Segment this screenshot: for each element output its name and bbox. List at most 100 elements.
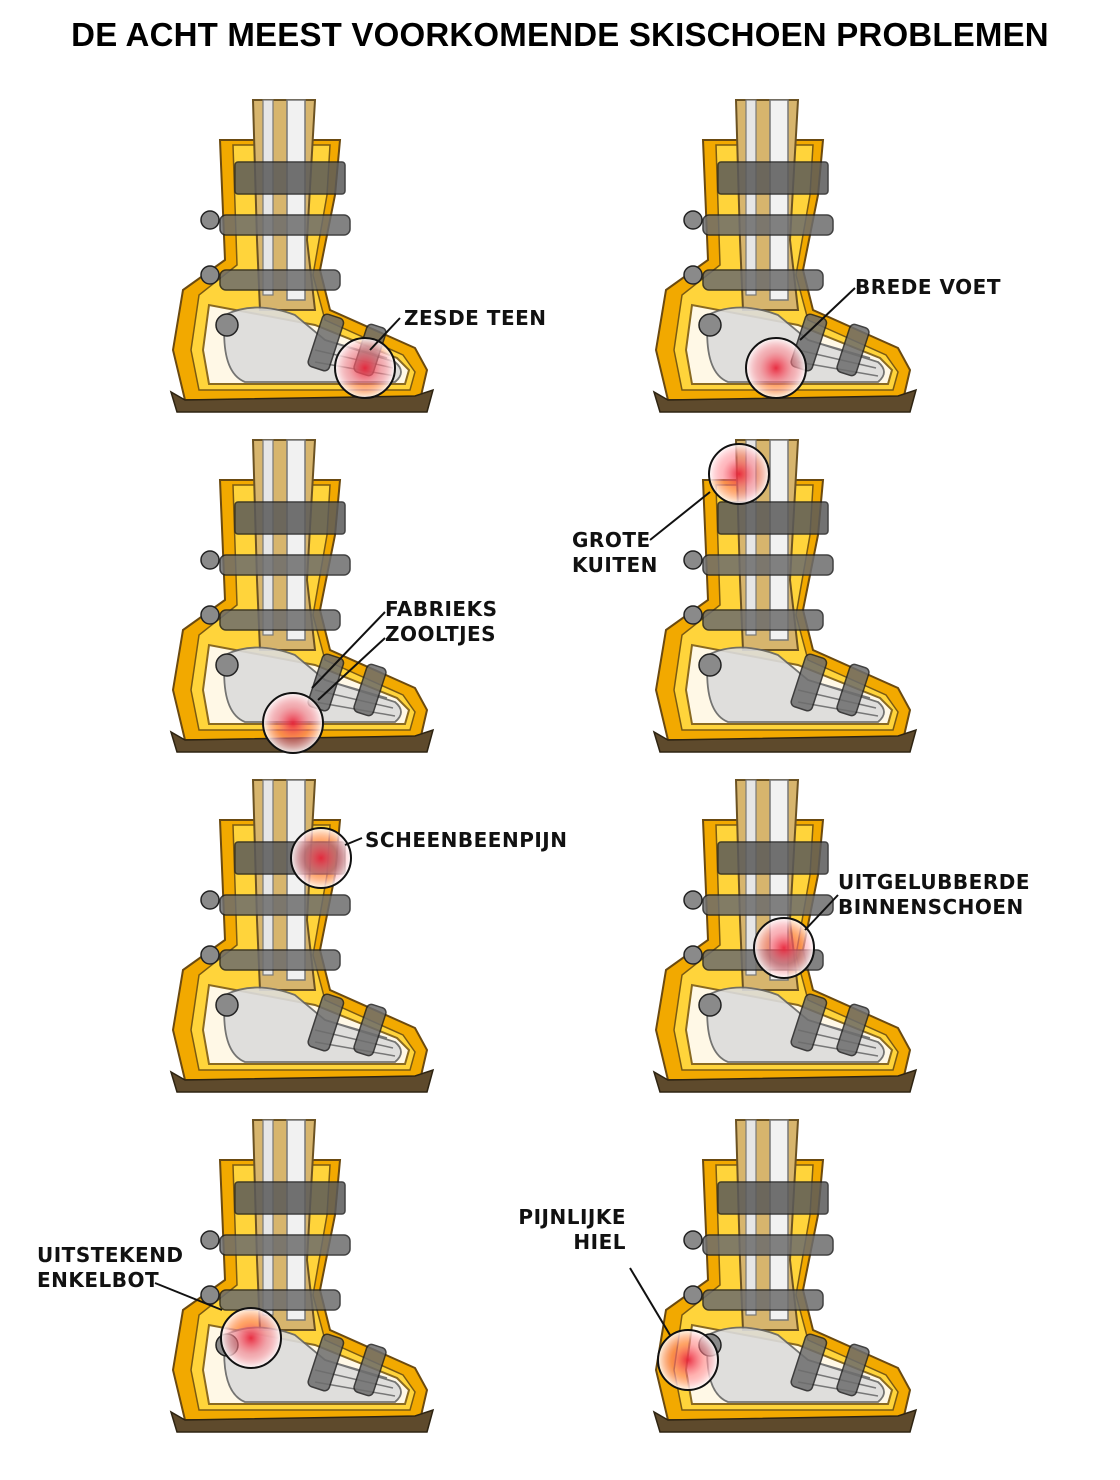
power-strap	[717, 161, 829, 195]
boot-panel-uitgelubberde-binnenschoen	[648, 779, 918, 1100]
buckle-2	[702, 1289, 824, 1311]
power-strap	[717, 1181, 829, 1215]
buckle-2	[219, 269, 341, 291]
hinge-rivet-2	[200, 550, 220, 570]
buckle-2	[702, 609, 824, 631]
buckle-4	[836, 1003, 870, 1057]
buckle-3	[790, 993, 828, 1052]
fibula-bone	[262, 99, 274, 296]
buckle-1	[219, 554, 351, 576]
label-line: BREDE VOET	[855, 275, 1001, 299]
page-title: DE ACHT MEEST VOORKOMENDE SKISCHOEN PROB…	[71, 16, 1049, 53]
label-fabrieks-zooltjes: FABRIEKS ZOOLTJES	[385, 597, 498, 647]
label-line: PIJNLIJKE	[518, 1205, 626, 1229]
hinge-rivet-2	[683, 1230, 703, 1250]
fibula-bone	[262, 439, 274, 636]
buckle-1	[219, 1234, 351, 1256]
hinge-rivet-2	[200, 890, 220, 910]
hinge-rivet-3	[683, 605, 703, 625]
fibula-bone	[262, 1119, 274, 1316]
power-strap	[234, 1181, 346, 1215]
buckle-1	[219, 214, 351, 236]
hinge-rivet-2	[200, 210, 220, 230]
fibula-bone	[745, 1119, 757, 1316]
hinge-rivet-3	[200, 1285, 220, 1305]
shin-bone	[286, 1119, 306, 1321]
pain-spot	[708, 443, 770, 505]
label-line: ZESDE TEEN	[404, 306, 547, 330]
boot-sole	[169, 1408, 435, 1433]
label-line: HIEL	[573, 1230, 626, 1254]
buckle-4	[353, 1343, 387, 1397]
label-zesde-teen: ZESDE TEEN	[404, 306, 547, 331]
hinge-rivet-2	[200, 1230, 220, 1250]
hinge-rivet-3	[683, 1285, 703, 1305]
label-line: UITGELUBBERDE	[838, 870, 1030, 894]
boot-panel-brede-voet	[648, 99, 918, 420]
ski-boot-illustration	[169, 779, 435, 1093]
buckle-4	[836, 1343, 870, 1397]
label-pijnlijke-hiel: PIJNLIJKE HIEL	[506, 1205, 626, 1255]
label-line: BINNENSCHOEN	[838, 895, 1024, 919]
buckle-3	[790, 653, 828, 712]
shin-bone	[769, 1119, 789, 1321]
boot-sole	[652, 1408, 918, 1433]
shin-bone	[769, 439, 789, 641]
buckle-4	[353, 1003, 387, 1057]
boot-sole	[652, 388, 918, 413]
label-line: KUITEN	[572, 553, 658, 577]
boot-sole	[169, 388, 435, 413]
label-uitstekend-enkelbot: UITSTEKEND ENKELBOT	[37, 1243, 184, 1293]
pain-spot	[220, 1307, 282, 1369]
label-brede-voet: BREDE VOET	[855, 275, 1001, 300]
hinge-rivet	[698, 313, 722, 337]
buckle-1	[702, 554, 834, 576]
hinge-rivet-3	[683, 945, 703, 965]
ski-boot-illustration	[652, 779, 918, 1093]
shin-bone	[769, 99, 789, 301]
boot-panel-grote-kuiten	[648, 439, 918, 760]
buckle-1	[702, 214, 834, 236]
buckle-3	[790, 1333, 828, 1392]
hinge-rivet-2	[683, 550, 703, 570]
hinge-rivet	[698, 993, 722, 1017]
label-uitgelubberde-binnenschoen: UITGELUBBERDE BINNENSCHOEN	[838, 870, 1030, 920]
buckle-4	[836, 663, 870, 717]
fibula-bone	[745, 439, 757, 636]
shin-bone	[286, 439, 306, 641]
power-strap	[717, 841, 829, 875]
pain-spot	[745, 337, 807, 399]
label-line: UITSTEKEND	[37, 1243, 184, 1267]
power-strap	[234, 161, 346, 195]
buckle-1	[702, 1234, 834, 1256]
buckle-3	[307, 1333, 345, 1392]
buckle-1	[702, 894, 834, 916]
buckle-2	[702, 269, 824, 291]
ski-boot-illustration	[652, 439, 918, 753]
label-line: SCHEENBEENPIJN	[365, 828, 568, 852]
buckle-2	[219, 949, 341, 971]
hinge-rivet-3	[683, 265, 703, 285]
buckle-2	[219, 609, 341, 631]
ski-boot-illustration	[652, 1119, 918, 1433]
hinge-rivet	[215, 993, 239, 1017]
boot-panel-pijnlijke-hiel	[648, 1119, 918, 1440]
label-grote-kuiten: GROTE KUITEN	[572, 528, 658, 578]
buckle-4	[836, 323, 870, 377]
power-strap	[717, 501, 829, 535]
buckle-3	[307, 313, 345, 372]
hinge-rivet-2	[683, 890, 703, 910]
hinge-rivet	[698, 653, 722, 677]
ski-boot-illustration	[169, 99, 435, 413]
boot-sole	[652, 1068, 918, 1093]
power-strap	[234, 501, 346, 535]
boot-panel-scheenbeenpijn	[165, 779, 435, 1100]
label-line: FABRIEKS	[385, 597, 498, 621]
ski-boot-illustration	[652, 99, 918, 413]
hinge-rivet-3	[200, 265, 220, 285]
fibula-bone	[745, 779, 757, 976]
fibula-bone	[262, 779, 274, 976]
boot-sole	[169, 1068, 435, 1093]
pain-spot	[334, 337, 396, 399]
buckle-1	[219, 894, 351, 916]
